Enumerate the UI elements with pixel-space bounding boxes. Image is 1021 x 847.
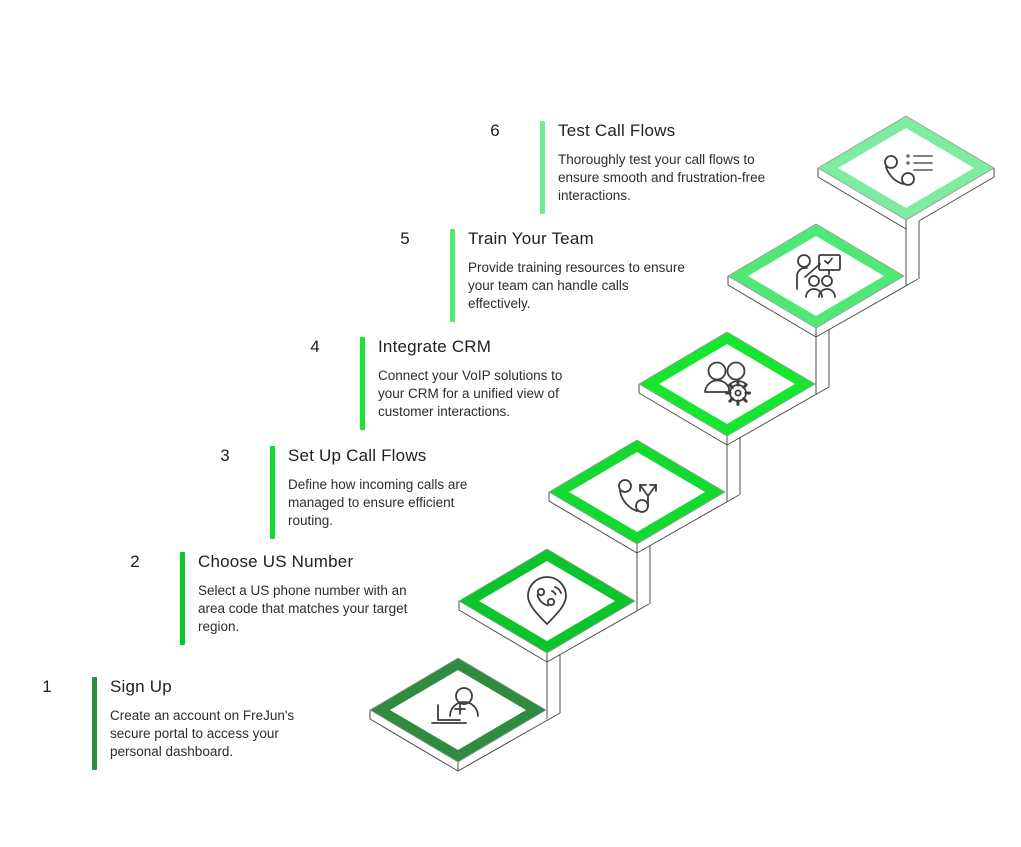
step-5-diamond: [727, 223, 905, 329]
step-description: Define how incoming calls are managed to…: [288, 477, 468, 529]
phone-checklist-icon: [884, 154, 933, 186]
step-number: 3: [220, 446, 230, 465]
step-description: Thoroughly test your call flows to ensur…: [558, 152, 766, 204]
step-accent-bar: [360, 337, 365, 430]
signup-person-laptop-icon: [431, 687, 479, 724]
call-routing-arrows-icon: [618, 479, 657, 513]
step-item-1: 1 Sign Up Create an account on FreJun's …: [40, 677, 310, 770]
step-number: 2: [130, 552, 140, 571]
staircase-outline: [369, 168, 995, 772]
step-description: Select a US phone number with an area co…: [198, 583, 408, 635]
step-title: Sign Up: [110, 677, 172, 696]
step-item-2: 2 Choose US Number Select a US phone num…: [128, 552, 423, 645]
step-number: 5: [400, 229, 410, 248]
step-description: Create an account on FreJun's secure por…: [110, 708, 295, 760]
step-item-3: 3 Set Up Call Flows Define how incoming …: [218, 446, 493, 539]
step-accent-bar: [92, 677, 97, 770]
step-2-diamond: [458, 548, 636, 654]
step-title: Choose US Number: [198, 552, 354, 571]
training-presentation-icon: [796, 254, 841, 298]
step-title: Set Up Call Flows: [288, 446, 427, 465]
step-number: 4: [310, 337, 320, 356]
step-title: Integrate CRM: [378, 337, 492, 356]
step-description: Connect your VoIP solutions to your CRM …: [378, 368, 563, 420]
step-title: Train Your Team: [468, 229, 594, 248]
step-accent-bar: [180, 552, 185, 645]
step-4-diamond: [638, 331, 816, 437]
step-accent-bar: [270, 446, 275, 539]
step-item-6: 6 Test Call Flows Thoroughly test your c…: [488, 121, 786, 214]
step-number: 1: [42, 677, 52, 696]
step-3-diamond: [548, 439, 726, 545]
step-1-diamond: [369, 657, 547, 763]
step-item-4: 4 Integrate CRM Connect your VoIP soluti…: [308, 337, 590, 430]
step-title: Test Call Flows: [558, 121, 676, 140]
phone-location-pin-icon: [527, 576, 567, 625]
step-6-diamond: [817, 115, 995, 221]
step-accent-bar: [450, 229, 455, 322]
team-settings-gear-icon: [704, 361, 751, 406]
step-number: 6: [490, 121, 500, 140]
step-item-5: 5 Train Your Team Provide training resou…: [398, 229, 686, 322]
step-accent-bar: [540, 121, 545, 214]
step-description: Provide training resources to ensure you…: [468, 260, 685, 312]
